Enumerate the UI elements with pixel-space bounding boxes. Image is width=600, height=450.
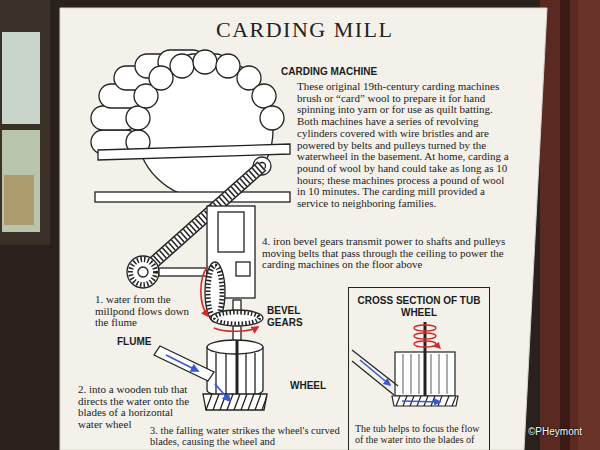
cylinder-end: [216, 54, 240, 78]
gear-teeth: [208, 266, 222, 318]
cylinder-end: [149, 66, 173, 90]
tub-rim: [207, 340, 263, 354]
cylinder-end: [252, 84, 276, 108]
gear-frame-slot: [236, 262, 250, 276]
callout-text: 1. water from the millpond flows down th…: [95, 294, 199, 329]
bevel-gear: [211, 310, 263, 326]
wheel-shaft: [236, 340, 239, 396]
floor: [95, 192, 290, 202]
description-text: These original 19th-century carding mach…: [297, 81, 512, 210]
carding-machine: [91, 50, 290, 202]
spiral-turn: [414, 325, 436, 331]
box-heading: CROSS SECTION OF TUB WHEEL: [349, 288, 489, 319]
cylinder-end: [260, 106, 284, 130]
blade-lines: [396, 396, 456, 406]
callout-text: 4. iron bevel gears transmit power to sh…: [262, 236, 517, 271]
rotation-arrow: [214, 327, 258, 331]
sign-title: CARDING MILL: [216, 17, 394, 43]
gear-teeth: [215, 313, 259, 324]
part-name: BEVEL GEARS: [267, 305, 315, 329]
line-shaft: [159, 268, 207, 276]
rotation-arrow: [201, 266, 208, 316]
callout-text: 3. the falling water strikes the wheel's…: [150, 425, 342, 447]
lower-pulley: [127, 256, 159, 288]
wood-frame: [540, 0, 600, 450]
flume: [154, 346, 214, 381]
flume-edge: [352, 350, 398, 386]
wood-shadow: [560, 0, 570, 450]
box-text: The tub helps to focus the flow of the w…: [355, 423, 483, 445]
gear-frame-panel: [218, 212, 244, 252]
cylinder-end: [126, 106, 150, 130]
spin-arrow: [436, 344, 440, 348]
pulley-hatch: [131, 260, 156, 285]
gear-train: [127, 206, 263, 348]
part-name: FLUME: [117, 336, 151, 348]
spin-spiral: [414, 325, 440, 348]
water-arrow: [215, 384, 230, 401]
tub-cross-section: [352, 322, 458, 406]
tub-stave: [215, 353, 216, 395]
water-arrow: [360, 360, 390, 385]
foliage: [4, 175, 34, 225]
watermark: ©PHeymont: [528, 426, 582, 437]
window-frame: [0, 0, 50, 245]
water-arrow: [166, 355, 198, 371]
inset-box: CROSS SECTION OF TUB WHEEL The tub helps …: [348, 287, 490, 450]
tub-stave: [245, 354, 246, 396]
pulley-hub: [138, 267, 148, 277]
tub-stave: [225, 354, 226, 396]
spiral-turn: [414, 341, 436, 347]
wheel-blades: [392, 396, 458, 406]
wood-frame: [578, 0, 600, 450]
cylinder-end: [193, 50, 217, 74]
window-pane: [2, 32, 40, 124]
water-arrow: [402, 401, 440, 402]
wheel-blades: [203, 394, 267, 410]
cylinder-end: [170, 54, 194, 78]
callout-text: 2. into a wooden tub that directs the wa…: [78, 384, 198, 431]
flume-edge: [352, 361, 394, 395]
tub-stave: [254, 353, 255, 395]
part-name: WHEEL: [290, 380, 326, 392]
window-pane: [2, 130, 40, 232]
sign-panel: [60, 8, 547, 450]
part-heading: CARDING MACHINE: [281, 66, 377, 78]
spiral-turn: [414, 333, 436, 339]
blade-lines: [206, 394, 267, 410]
